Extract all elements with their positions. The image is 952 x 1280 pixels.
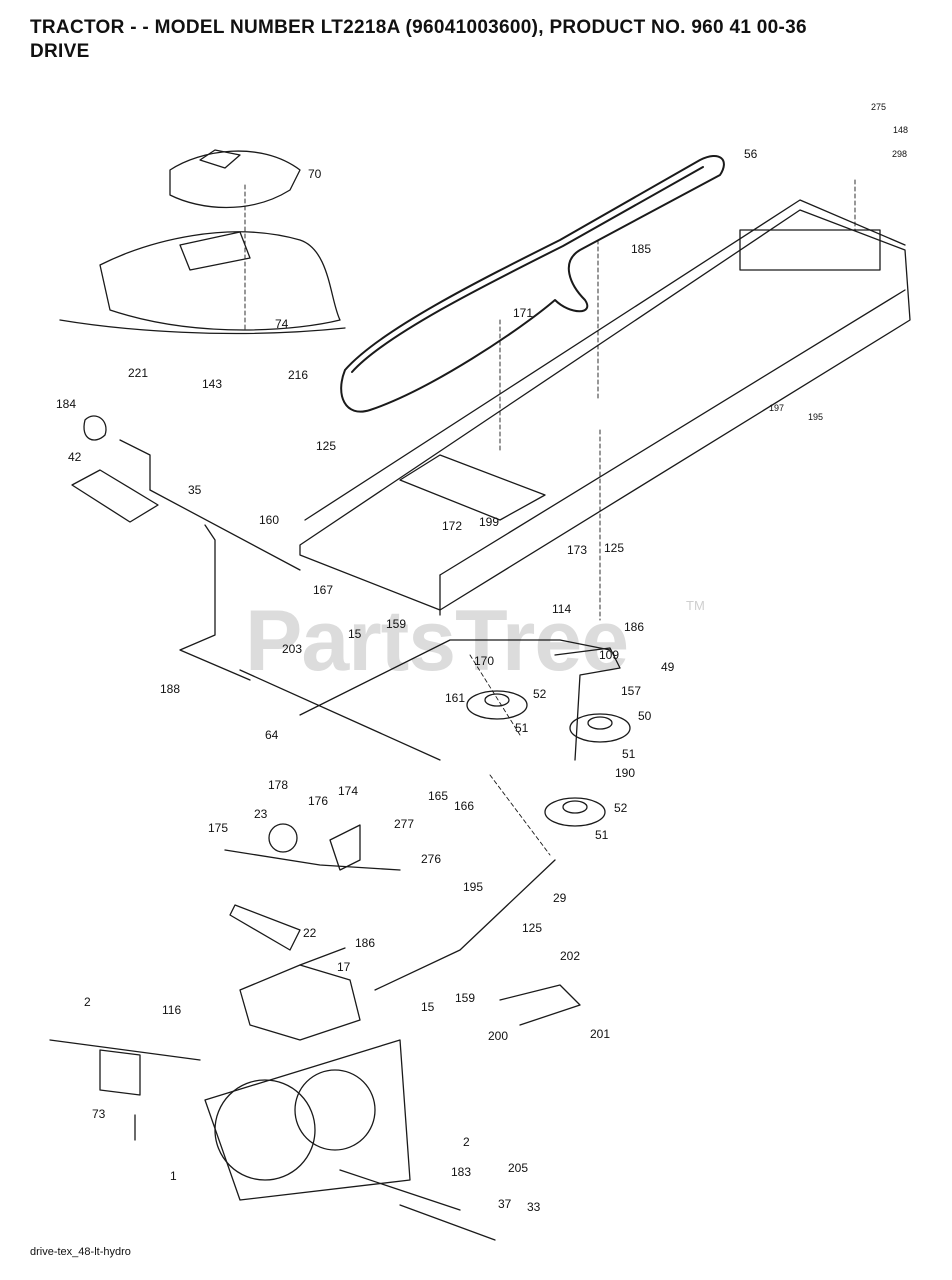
callout-275: 275 bbox=[871, 102, 887, 112]
callout-172: 172 bbox=[442, 519, 463, 533]
callout-2: 2 bbox=[84, 995, 91, 1009]
callout-114: 114 bbox=[552, 602, 572, 616]
watermark-trademark: TM bbox=[686, 598, 705, 613]
fender-drawing bbox=[59, 149, 346, 335]
callout-15b: 15 bbox=[421, 1000, 435, 1014]
callout-165: 165 bbox=[428, 789, 449, 803]
callout-1: 1 bbox=[170, 1169, 177, 1183]
pulleys-drawing bbox=[466, 647, 631, 827]
pedal-drawing bbox=[71, 415, 611, 761]
callout-298: 298 bbox=[892, 149, 908, 159]
callout-2b: 2 bbox=[463, 1135, 470, 1149]
callout-125b: 125 bbox=[604, 541, 625, 555]
callout-148: 148 bbox=[893, 125, 909, 135]
callout-178: 178 bbox=[268, 778, 289, 792]
callout-190: 190 bbox=[615, 766, 636, 780]
callout-203: 203 bbox=[282, 642, 303, 656]
callout-50: 50 bbox=[638, 709, 652, 723]
callout-221: 221 bbox=[128, 366, 149, 380]
callout-216: 216 bbox=[288, 368, 309, 382]
callout-51b: 51 bbox=[622, 747, 636, 761]
callout-157: 157 bbox=[621, 684, 642, 698]
callout-197: 197 bbox=[769, 403, 785, 413]
callout-159b: 159 bbox=[455, 991, 476, 1005]
callout-186: 186 bbox=[624, 620, 645, 634]
callout-35: 35 bbox=[188, 483, 202, 497]
belt-drawing bbox=[340, 155, 725, 413]
callout-167: 167 bbox=[313, 583, 334, 597]
callout-143: 143 bbox=[202, 377, 223, 391]
callout-74: 74 bbox=[275, 317, 289, 331]
callout-42: 42 bbox=[68, 450, 82, 464]
callout-125c: 125 bbox=[522, 921, 543, 935]
linkage-drawing bbox=[224, 823, 581, 1026]
callout-200: 200 bbox=[488, 1029, 509, 1043]
callout-171: 171 bbox=[513, 306, 534, 320]
callout-195b: 195 bbox=[463, 880, 484, 894]
callout-64: 64 bbox=[265, 728, 279, 742]
callout-195: 195 bbox=[808, 412, 824, 422]
callout-174: 174 bbox=[338, 784, 359, 798]
callout-205: 205 bbox=[508, 1161, 529, 1175]
callout-15: 15 bbox=[348, 627, 362, 641]
callout-22: 22 bbox=[303, 926, 317, 940]
callout-73: 73 bbox=[92, 1107, 106, 1121]
title-line-1: TRACTOR - - MODEL NUMBER LT2218A (960410… bbox=[30, 17, 807, 38]
callout-51: 51 bbox=[515, 721, 529, 735]
callout-29: 29 bbox=[553, 891, 567, 905]
callout-51c: 51 bbox=[595, 828, 609, 842]
callout-49: 49 bbox=[661, 660, 675, 674]
callout-166: 166 bbox=[454, 799, 475, 813]
callout-276: 276 bbox=[421, 852, 442, 866]
callout-70: 70 bbox=[308, 167, 322, 181]
callout-185: 185 bbox=[631, 242, 652, 256]
callout-199: 199 bbox=[479, 515, 500, 529]
callout-56: 56 bbox=[744, 147, 758, 161]
page-title: TRACTOR - - MODEL NUMBER LT2218A (960410… bbox=[30, 16, 807, 64]
callout-186b: 186 bbox=[355, 936, 376, 950]
title-line-2: DRIVE bbox=[30, 41, 90, 62]
callout-175: 175 bbox=[208, 821, 229, 835]
callout-52b: 52 bbox=[614, 801, 628, 815]
callout-52: 52 bbox=[533, 687, 547, 701]
callout-23: 23 bbox=[254, 807, 268, 821]
callout-183: 183 bbox=[451, 1165, 472, 1179]
callout-184: 184 bbox=[56, 397, 77, 411]
callout-116: 116 bbox=[162, 1003, 182, 1017]
callout-160: 160 bbox=[259, 513, 280, 527]
callout-202: 202 bbox=[560, 949, 581, 963]
callout-170: 170 bbox=[474, 654, 495, 668]
callout-37: 37 bbox=[498, 1197, 512, 1211]
callout-161: 161 bbox=[445, 691, 466, 705]
frame-drawing bbox=[299, 199, 911, 616]
transaxle-drawing bbox=[49, 964, 496, 1241]
callout-17: 17 bbox=[337, 960, 351, 974]
callout-109: 109 bbox=[599, 648, 620, 662]
guide-lines bbox=[244, 179, 856, 856]
callout-188: 188 bbox=[160, 682, 181, 696]
callout-201: 201 bbox=[590, 1027, 611, 1041]
callout-176: 176 bbox=[308, 794, 329, 808]
callout-33: 33 bbox=[527, 1200, 541, 1214]
diagram-code: drive-tex_48-lt-hydro bbox=[30, 1246, 131, 1258]
callout-277: 277 bbox=[394, 817, 415, 831]
callout-125: 125 bbox=[316, 439, 337, 453]
callout-173: 173 bbox=[567, 543, 588, 557]
callout-159: 159 bbox=[386, 617, 407, 631]
